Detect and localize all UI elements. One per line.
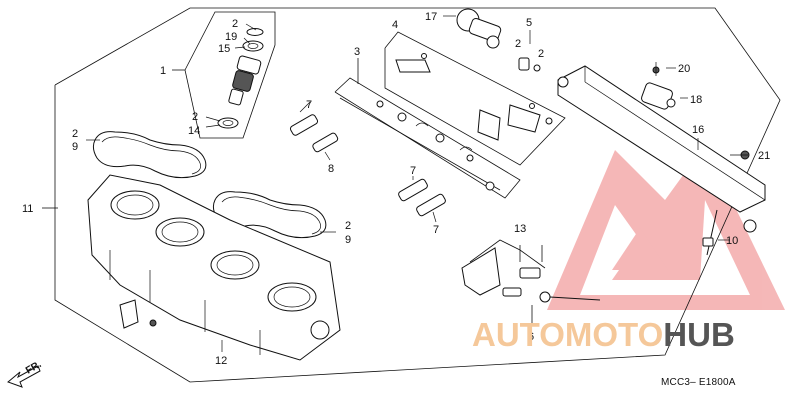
callout-15: 15 bbox=[218, 43, 230, 55]
diagram-code: MCC3– E1800A bbox=[661, 377, 736, 388]
bracket-plate bbox=[384, 31, 566, 166]
callout-17: 17 bbox=[425, 11, 437, 23]
callout-2: 2 bbox=[232, 18, 238, 30]
watermark-logo bbox=[547, 145, 785, 310]
leader-lines bbox=[86, 30, 748, 352]
watermark-brand-part1: AUTOMOTO bbox=[472, 316, 663, 353]
pressure-regulator bbox=[443, 8, 541, 72]
front-label: FR. bbox=[24, 359, 44, 377]
callout-13: 13 bbox=[514, 223, 526, 235]
callout-2: 2 bbox=[538, 48, 544, 60]
injector-inset bbox=[172, 11, 276, 139]
callout-9: 9 bbox=[72, 141, 78, 153]
bracket-assembly bbox=[461, 239, 601, 325]
callout-2: 2 bbox=[72, 128, 78, 140]
sensor-group bbox=[641, 62, 750, 160]
callout-12: 12 bbox=[215, 355, 227, 367]
callout-11: 11 bbox=[22, 203, 33, 215]
callout-7: 7 bbox=[410, 165, 416, 177]
callout-7: 7 bbox=[433, 224, 439, 236]
callout-5: 5 bbox=[526, 17, 532, 29]
callout-18: 18 bbox=[690, 94, 702, 106]
callout-7: 7 bbox=[306, 99, 312, 111]
callout-14: 14 bbox=[188, 125, 200, 137]
callout-16: 16 bbox=[692, 124, 704, 136]
callout-9: 9 bbox=[345, 234, 351, 246]
callout-10: 10 bbox=[726, 235, 738, 247]
callout-2: 2 bbox=[192, 111, 198, 123]
callout-20: 20 bbox=[678, 63, 690, 75]
watermark-brand-part2: HUB bbox=[663, 316, 735, 353]
callout-2: 2 bbox=[515, 38, 521, 50]
injectors bbox=[289, 114, 446, 217]
callout-8: 8 bbox=[328, 163, 334, 175]
fuel-rail bbox=[557, 65, 766, 233]
callout-6: 6 bbox=[528, 331, 534, 343]
injector-strip bbox=[334, 58, 521, 199]
front-arrow: FR. bbox=[7, 359, 44, 388]
assembly-frame bbox=[42, 7, 781, 383]
callout-1: 1 bbox=[160, 65, 166, 77]
callout-4: 4 bbox=[392, 19, 398, 31]
svg-text:AUTOMOTOHUB: AUTOMOTOHUB bbox=[472, 316, 735, 353]
throttle-body bbox=[87, 174, 341, 361]
callout-3: 3 bbox=[354, 46, 360, 58]
stud-bolt bbox=[702, 209, 718, 256]
callout-19: 19 bbox=[225, 31, 237, 43]
callout-21: 21 bbox=[758, 150, 770, 162]
callout-2: 2 bbox=[345, 220, 351, 232]
callout-labels: 1 2 19 15 2 14 3 4 17 5 2 2 20 18 16 21 … bbox=[22, 11, 770, 367]
watermark-brand: AUTOMOTOHUB bbox=[472, 316, 735, 353]
